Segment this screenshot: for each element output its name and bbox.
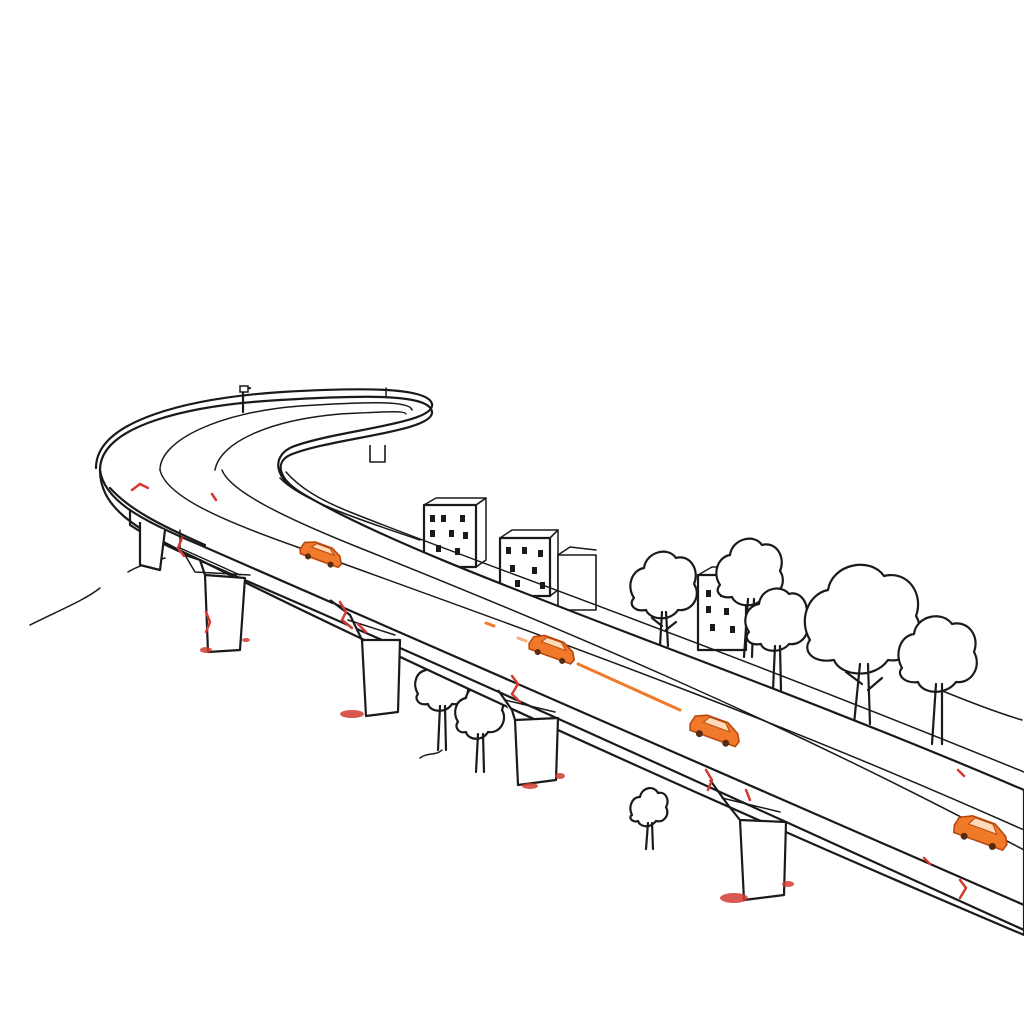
car [952, 815, 1008, 852]
building-3 [557, 546, 597, 611]
pillar [329, 599, 402, 718]
cracks [130, 482, 968, 900]
tree [629, 550, 698, 648]
tree [803, 563, 922, 726]
cars [299, 541, 1008, 852]
pillar [138, 522, 167, 572]
car [528, 634, 576, 665]
light-trails [484, 621, 682, 712]
pillars [138, 522, 788, 902]
crack-pools [200, 638, 794, 903]
pillar [497, 689, 560, 787]
car [299, 541, 343, 569]
pillar-far [369, 445, 386, 463]
tree [629, 787, 669, 851]
tree [715, 537, 784, 659]
building-1 [422, 497, 487, 569]
car [689, 714, 740, 748]
tree [897, 615, 978, 746]
